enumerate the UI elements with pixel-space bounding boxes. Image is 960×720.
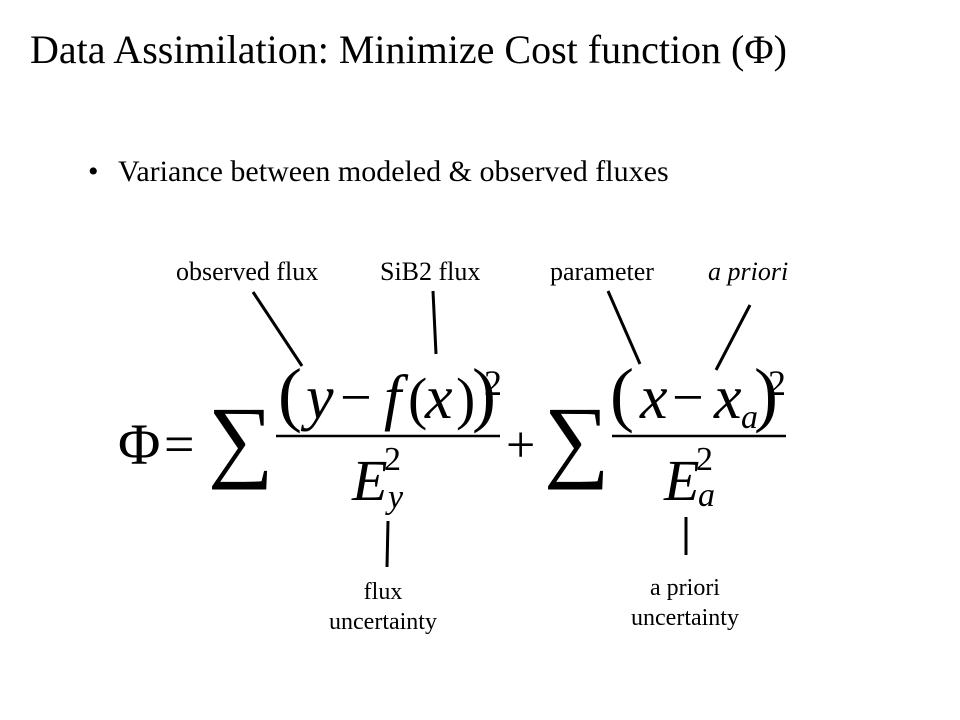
pointer-parameter xyxy=(606,290,642,365)
label-apriori-uncertainty-line2: uncertainty xyxy=(631,605,739,631)
eq-plus: + xyxy=(506,417,535,474)
eq-sub-a-2: a xyxy=(698,477,715,514)
label-observed-flux: observed flux xyxy=(176,257,319,286)
eq-e-a: E xyxy=(663,448,699,513)
eq-sub-a: a xyxy=(741,399,758,436)
eq-y: y xyxy=(300,364,334,432)
eq-e-y: E xyxy=(351,448,387,513)
eq-open-paren-2: ( xyxy=(408,366,427,431)
eq-exponent-e-a: 2 xyxy=(696,441,713,478)
label-flux-uncertainty: flux uncertainty xyxy=(318,577,448,637)
label-flux-uncertainty-line2: uncertainty xyxy=(329,609,437,635)
label-sib2-flux: SiB2 flux xyxy=(380,257,481,286)
label-apriori-uncertainty: a priori uncertainty xyxy=(605,573,765,633)
pointer-a-priori xyxy=(714,304,752,371)
eq-x-2: x xyxy=(639,364,668,432)
eq-close-paren-3: ) xyxy=(754,354,778,434)
bullet-text: Variance between modeled & observed flux… xyxy=(118,155,669,188)
label-apriori-uncertainty-line1: a priori xyxy=(650,575,720,601)
eq-open-paren-1: ( xyxy=(278,354,302,434)
eq-close-paren-1: ) xyxy=(472,354,496,434)
label-flux-uncertainty-line1: flux xyxy=(363,579,403,605)
eq-sum-1: ∑ xyxy=(208,388,274,490)
eq-phi: Φ xyxy=(118,412,160,477)
eq-open-paren-3: ( xyxy=(610,354,634,434)
bullet-dot-icon: • xyxy=(88,155,99,188)
eq-minus-1: − xyxy=(340,367,372,429)
eq-minus-2: − xyxy=(672,367,704,429)
pointer-flux-uncertainty xyxy=(385,520,390,568)
label-a-priori: a priori xyxy=(708,257,789,286)
eq-equals: = xyxy=(164,414,194,474)
eq-exponent-1: 2 xyxy=(484,363,502,403)
eq-sub-y: y xyxy=(385,479,404,516)
eq-f: f xyxy=(384,364,409,432)
slide-title: Data Assimilation: Minimize Cost functio… xyxy=(30,27,787,72)
eq-close-paren-2: ) xyxy=(456,366,475,431)
eq-exponent-2: 2 xyxy=(768,363,786,403)
eq-x-a: x xyxy=(713,364,742,432)
eq-x-1: x xyxy=(424,364,453,432)
pointer-sib2-flux xyxy=(431,290,438,355)
bullet-item: • Variance between modeled & observed flu… xyxy=(88,157,669,187)
pointer-observed-flux xyxy=(251,291,304,367)
eq-exponent-e-y: 2 xyxy=(384,441,401,478)
label-parameter: parameter xyxy=(550,257,654,286)
eq-sum-2: ∑ xyxy=(544,388,610,490)
